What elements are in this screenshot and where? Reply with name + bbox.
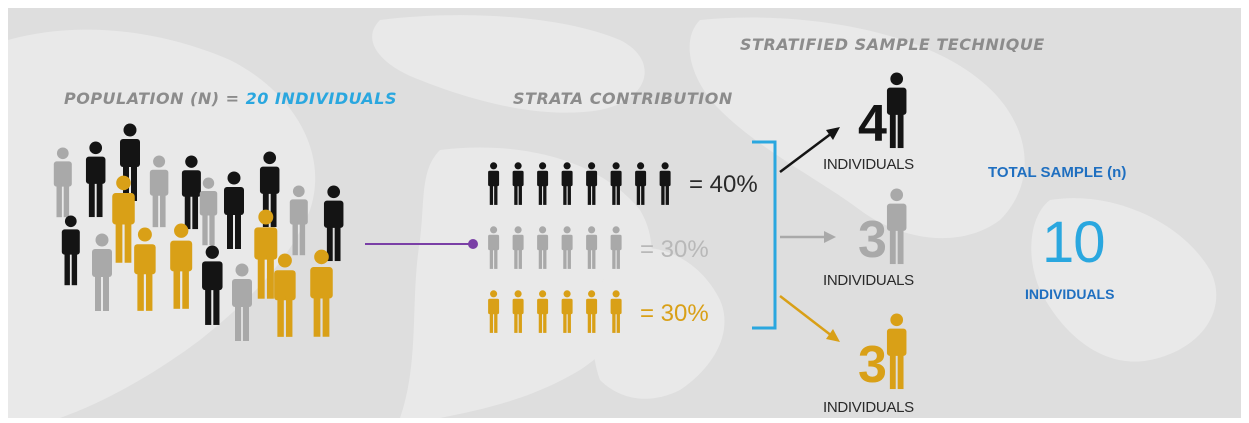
population-person-icon — [199, 177, 218, 246]
population-person-icon — [181, 155, 201, 230]
strata-contribution-title: STRATA CONTRIBUTION — [513, 89, 733, 108]
population-person-icon — [323, 185, 344, 262]
sample-gold-count: 3 — [858, 336, 887, 394]
sample-person-icon — [886, 313, 907, 390]
population-person-icon — [85, 141, 106, 218]
population-person-icon — [61, 215, 80, 286]
population-person-icon — [254, 209, 278, 299]
population-person-icon — [274, 253, 296, 337]
total-sample-value: 10 — [1042, 210, 1106, 275]
strata-black-person-icon — [659, 162, 671, 205]
strata-black-person-icon — [635, 162, 647, 205]
sample-gold-person-icon — [886, 313, 907, 390]
strata-black-icons — [488, 162, 671, 205]
strata-black-person-icon — [586, 162, 598, 205]
strata-black-person-icon — [512, 162, 524, 205]
sample-person-icon — [886, 188, 907, 265]
sample-gray-count: 3 — [858, 211, 887, 269]
sample-gray-person-icon — [886, 188, 907, 265]
population-person-icon — [259, 151, 280, 228]
population-value: 20 INDIVIDUALS — [245, 89, 397, 108]
strata-gray-percent: = 30% — [640, 236, 709, 263]
strata-gray-person-icon — [512, 226, 524, 269]
strata-gray-person-icon — [610, 226, 622, 269]
population-header: POPULATION (N) = 20 INDIVIDUALS — [64, 89, 397, 108]
strata-gray-person-icon — [561, 226, 573, 269]
population-person-icon — [112, 175, 135, 263]
strata-gold-person-icon — [488, 290, 500, 333]
total-sample-label: INDIVIDUALS — [1025, 286, 1115, 302]
strata-gray-icons — [488, 226, 622, 269]
strata-gold-person-icon — [561, 290, 573, 333]
population-person-icon — [202, 245, 223, 325]
sample-gold-label: INDIVIDUALS — [823, 399, 914, 416]
sample-black-count: 4 — [858, 95, 887, 153]
population-person-icon — [134, 227, 156, 311]
strata-black-person-icon — [488, 162, 500, 205]
population-person-icon — [170, 223, 193, 309]
strata-gold-person-icon — [512, 290, 524, 333]
population-crowd — [53, 123, 344, 341]
population-person-icon — [53, 147, 72, 218]
stratified-sample-technique-title: STRATIFIED SAMPLE TECHNIQUE — [740, 35, 1045, 54]
sample-person-icon — [886, 72, 907, 149]
population-label: POPULATION (N) = — [64, 89, 246, 108]
sample-black-label: INDIVIDUALS — [823, 156, 914, 173]
strata-gold-icons — [488, 290, 622, 333]
strata-black-person-icon — [537, 162, 549, 205]
population-person-icon — [224, 171, 244, 249]
population-person-icon — [310, 249, 333, 337]
strata-black-person-icon — [561, 162, 573, 205]
strata-gold-person-icon — [610, 290, 622, 333]
strata-gray-person-icon — [586, 226, 598, 269]
population-person-icon — [149, 155, 169, 228]
population-person-icon — [232, 263, 252, 341]
sample-gray-label: INDIVIDUALS — [823, 272, 914, 289]
strata-gold-person-icon — [586, 290, 598, 333]
strata-gray-person-icon — [488, 226, 500, 269]
strata-black-person-icon — [610, 162, 622, 205]
sample-black-person-icon — [886, 72, 907, 149]
population-person-icon — [289, 185, 308, 256]
total-sample-title: TOTAL SAMPLE (n) — [988, 164, 1127, 181]
population-person-icon — [92, 233, 112, 311]
strata-black-percent: = 40% — [689, 171, 758, 198]
strata-gold-percent: = 30% — [640, 300, 709, 327]
strata-gold-person-icon — [537, 290, 549, 333]
strata-gray-person-icon — [537, 226, 549, 269]
